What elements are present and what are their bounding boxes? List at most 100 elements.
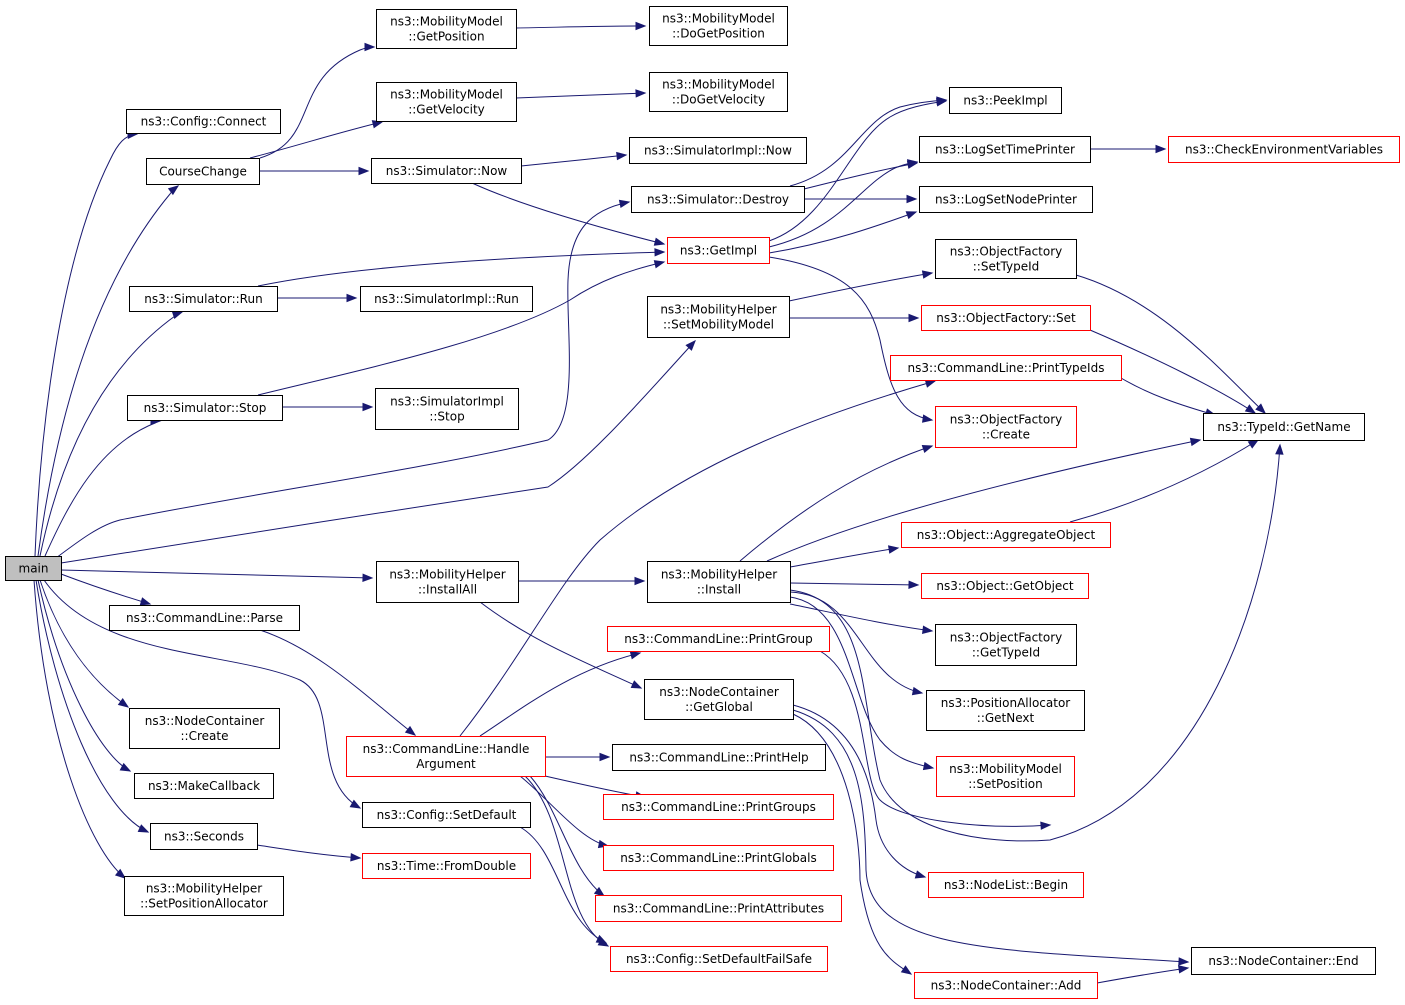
node-label: ns3::CommandLine::PrintTypeIds: [908, 361, 1105, 375]
edge-mm-get-velocity-to-mm-do-get-velocity: [515, 89, 647, 99]
node-typeid-get-name[interactable]: ns3::TypeId::GetName: [1203, 413, 1365, 441]
edge-main-to-course-change: [37, 185, 180, 557]
node-config-set-default[interactable]: ns3::Config::SetDefault: [362, 802, 531, 828]
node-seconds[interactable]: ns3::Seconds: [150, 823, 258, 850]
node-label: ns3::MobilityModel: [662, 12, 775, 26]
node-log-set-node-printer[interactable]: ns3::LogSetNodePrinter: [919, 186, 1093, 213]
node-time-from-double[interactable]: ns3::Time::FromDouble: [362, 853, 531, 879]
node-mm-do-get-position[interactable]: ns3::MobilityModel::DoGetPosition: [649, 6, 788, 46]
arrowhead-icon: [922, 414, 934, 423]
node-label: ns3::CommandLine::Parse: [126, 611, 283, 625]
node-label: ns3::CheckEnvironmentVariables: [1185, 143, 1383, 157]
node-of-set-type-id[interactable]: ns3::ObjectFactory::SetTypeId: [935, 239, 1077, 279]
node-obj-get-object[interactable]: ns3::Object::GetObject: [921, 573, 1089, 599]
node-box: [649, 72, 788, 112]
node-of-set[interactable]: ns3::ObjectFactory::Set: [921, 305, 1091, 331]
node-of-get-type-id[interactable]: ns3::ObjectFactory::GetTypeId: [935, 624, 1077, 666]
node-box: [667, 237, 770, 264]
edge-line: [789, 596, 934, 769]
node-nc-create[interactable]: ns3::NodeContainer::Create: [129, 708, 280, 749]
node-box: [928, 872, 1084, 898]
node-sim-stop[interactable]: ns3::Simulator::Stop: [127, 395, 283, 421]
edge-course-change-to-sim-now: [258, 166, 370, 176]
node-cl-print-group[interactable]: ns3::CommandLine::PrintGroup: [607, 626, 830, 652]
edge-get-impl-to-log-set-node-printer: [768, 211, 918, 254]
node-course-change[interactable]: CourseChange: [146, 158, 260, 185]
arrowhead-icon: [921, 270, 934, 279]
node-mm-do-get-velocity[interactable]: ns3::MobilityModel::DoGetVelocity: [649, 72, 788, 112]
node-mh-set-position-allocator[interactable]: ns3::MobilityHelper::SetPositionAllocato…: [124, 876, 284, 916]
node-obj-aggregate-object[interactable]: ns3::Object::AggregateObject: [901, 522, 1111, 548]
node-box: [914, 972, 1098, 999]
node-make-callback[interactable]: ns3::MakeCallback: [134, 773, 274, 799]
node-mh-set-mobility-model[interactable]: ns3::MobilityHelper::SetMobilityModel: [647, 296, 790, 338]
node-box: [376, 9, 517, 49]
node-of-create[interactable]: ns3::ObjectFactory::Create: [935, 406, 1077, 448]
node-nc-get-global[interactable]: ns3::NodeContainer::GetGlobal: [644, 679, 794, 720]
arrowhead-icon: [924, 379, 937, 388]
node-simimpl-stop[interactable]: ns3::SimulatorImpl::Stop: [375, 388, 519, 430]
node-log-set-time-printer[interactable]: ns3::LogSetTimePrinter: [919, 136, 1091, 163]
node-label: ::SetMobilityModel: [663, 318, 774, 332]
node-box: [129, 708, 280, 749]
edge-line: [44, 420, 161, 557]
edge-get-impl-to-log-set-time-printer: [768, 159, 919, 248]
node-mm-get-velocity[interactable]: ns3::MobilityModel::GetVelocity: [376, 82, 517, 122]
node-label: ::Create: [181, 729, 229, 743]
edge-mh-install-to-mm-set-position: [789, 596, 935, 771]
edge-main-to-mh-install-all: [60, 569, 374, 583]
node-simimpl-now[interactable]: ns3::SimulatorImpl::Now: [629, 137, 807, 164]
edge-sim-now-to-simimpl-now: [520, 151, 628, 167]
edge-seconds-to-time-from-double: [256, 844, 362, 862]
node-cl-print-type-ids[interactable]: ns3::CommandLine::PrintTypeIds: [890, 355, 1122, 381]
arrowhead-icon: [629, 651, 642, 660]
node-mh-install[interactable]: ns3::MobilityHelper::Install: [647, 561, 791, 603]
edge-line: [529, 775, 605, 897]
node-mh-install-all[interactable]: ns3::MobilityHelper::InstallAll: [376, 561, 519, 603]
edge-line: [789, 444, 1281, 842]
node-cl-parse[interactable]: ns3::CommandLine::Parse: [109, 605, 300, 631]
node-cl-print-groups[interactable]: ns3::CommandLine::PrintGroups: [603, 794, 834, 820]
node-nc-end[interactable]: ns3::NodeContainer::End: [1191, 947, 1376, 975]
edge-line: [789, 582, 919, 586]
node-peek-impl[interactable]: ns3::PeekImpl: [949, 87, 1062, 114]
edge-line: [60, 340, 696, 564]
node-get-impl[interactable]: ns3::GetImpl: [667, 237, 770, 264]
node-cl-print-globals[interactable]: ns3::CommandLine::PrintGlobals: [603, 845, 834, 871]
node-mm-get-position[interactable]: ns3::MobilityModel::GetPosition: [376, 9, 517, 49]
arrowhead-icon: [908, 580, 920, 590]
node-nl-begin[interactable]: ns3::NodeList::Begin: [928, 872, 1084, 898]
edge-line: [37, 185, 179, 557]
node-simimpl-run[interactable]: ns3::SimulatorImpl::Run: [360, 286, 533, 312]
edge-mh-install-to-typeid-get-name: [766, 437, 1202, 562]
node-cl-print-help[interactable]: ns3::CommandLine::PrintHelp: [612, 744, 826, 771]
edge-log-set-time-printer-to-check-env-vars: [1089, 144, 1167, 154]
node-mm-set-position[interactable]: ns3::MobilityModel::SetPosition: [936, 756, 1075, 797]
node-box: [376, 82, 517, 122]
edge-line: [259, 46, 375, 159]
node-label: ::GetVelocity: [408, 103, 485, 117]
arrowhead-icon: [171, 310, 184, 320]
edge-line: [55, 201, 630, 559]
edge-line: [1069, 439, 1259, 523]
node-sim-now[interactable]: ns3::Simulator::Now: [371, 158, 522, 184]
node-sim-destroy[interactable]: ns3::Simulator::Destroy: [631, 186, 805, 213]
edge-line: [768, 256, 933, 421]
edge-cl-print-type-ids-to-typeid-get-name: [1120, 377, 1217, 417]
edge-line: [792, 709, 1189, 963]
node-cl-print-attributes[interactable]: ns3::CommandLine::PrintAttributes: [595, 895, 842, 922]
node-label: ::GetPosition: [408, 30, 484, 44]
node-box: [595, 895, 842, 922]
node-box: [1168, 136, 1400, 163]
node-box: [371, 158, 522, 184]
node-label: CourseChange: [159, 165, 247, 179]
node-check-env-vars[interactable]: ns3::CheckEnvironmentVariables: [1168, 136, 1400, 163]
node-pa-get-next[interactable]: ns3::PositionAllocator::GetNext: [926, 690, 1085, 731]
node-config-set-default-fail-safe[interactable]: ns3::Config::SetDefaultFailSafe: [610, 946, 828, 972]
node-config-connect[interactable]: ns3::Config::Connect: [126, 109, 281, 134]
edge-sim-destroy-to-log-set-time-printer: [799, 160, 919, 191]
node-sim-run[interactable]: ns3::Simulator::Run: [129, 286, 278, 312]
node-nc-add[interactable]: ns3::NodeContainer::Add: [914, 972, 1098, 999]
node-label: ns3::ObjectFactory: [950, 631, 1063, 645]
